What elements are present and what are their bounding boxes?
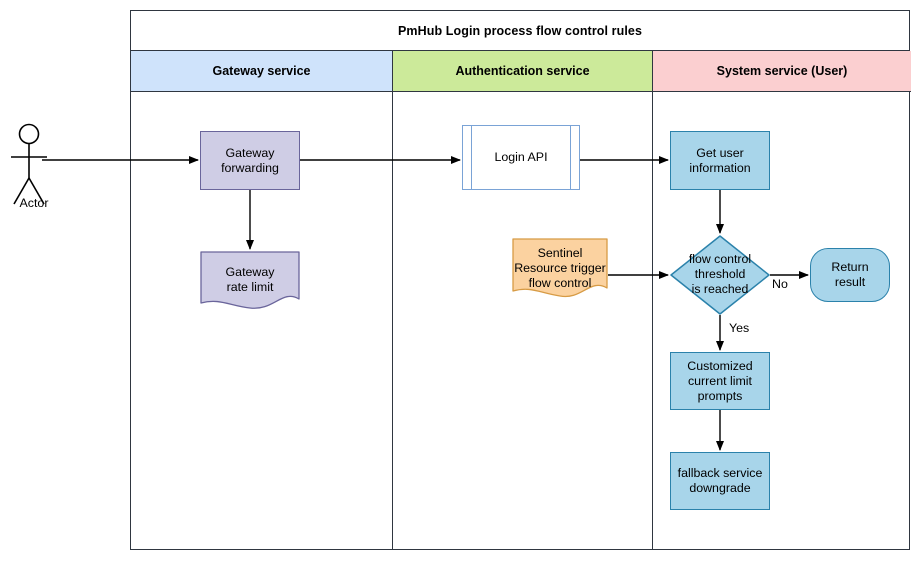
pool-title: PmHub Login process flow control rules (131, 11, 909, 51)
actor-stick-figure-icon (11, 123, 47, 205)
node-get-user-info[interactable]: Get user information (670, 131, 770, 190)
node-login-api[interactable]: Login API (462, 125, 580, 190)
edge-label-yes: Yes (729, 321, 750, 335)
actor-label: Actor (19, 196, 49, 210)
lane-header-authentication-service: Authentication service (392, 51, 652, 92)
node-label: flow control threshold is reached (688, 252, 752, 296)
node-label: Login API (494, 150, 548, 164)
node-label: Return result (831, 260, 869, 289)
node-gateway-rate-limit[interactable]: Gateway rate limit (200, 251, 300, 313)
node-fallback-downgrade[interactable]: fallback service downgrade (670, 452, 770, 510)
lane-body-authentication-service (392, 92, 652, 549)
lane-header-system-service: System service (User) (652, 51, 911, 92)
lane-header-label: Gateway service (212, 64, 311, 78)
node-return-result[interactable]: Return result (810, 248, 890, 302)
node-label: Sentinel Resource trigger flow control (514, 246, 606, 290)
lane-body-system-service (652, 92, 911, 549)
node-label: Get user information (689, 145, 751, 175)
node-label: Gateway rate limit (225, 265, 275, 294)
node-label: fallback service downgrade (677, 466, 763, 495)
node-gateway-forwarding[interactable]: Gateway forwarding (200, 131, 300, 190)
lane-header-label: System service (User) (716, 64, 848, 78)
node-label: Gateway forwarding (221, 145, 279, 175)
node-customized-prompts[interactable]: Customized current limit prompts (670, 352, 770, 410)
lane-header-label: Authentication service (455, 64, 590, 78)
node-flow-control-check[interactable]: flow control threshold is reached (670, 235, 770, 315)
edge-label-no: No (772, 277, 788, 291)
lane-header-gateway-service: Gateway service (131, 51, 392, 92)
node-sentinel-resource[interactable]: Sentinel Resource trigger flow control (512, 238, 608, 301)
node-label: Customized current limit prompts (687, 358, 753, 403)
